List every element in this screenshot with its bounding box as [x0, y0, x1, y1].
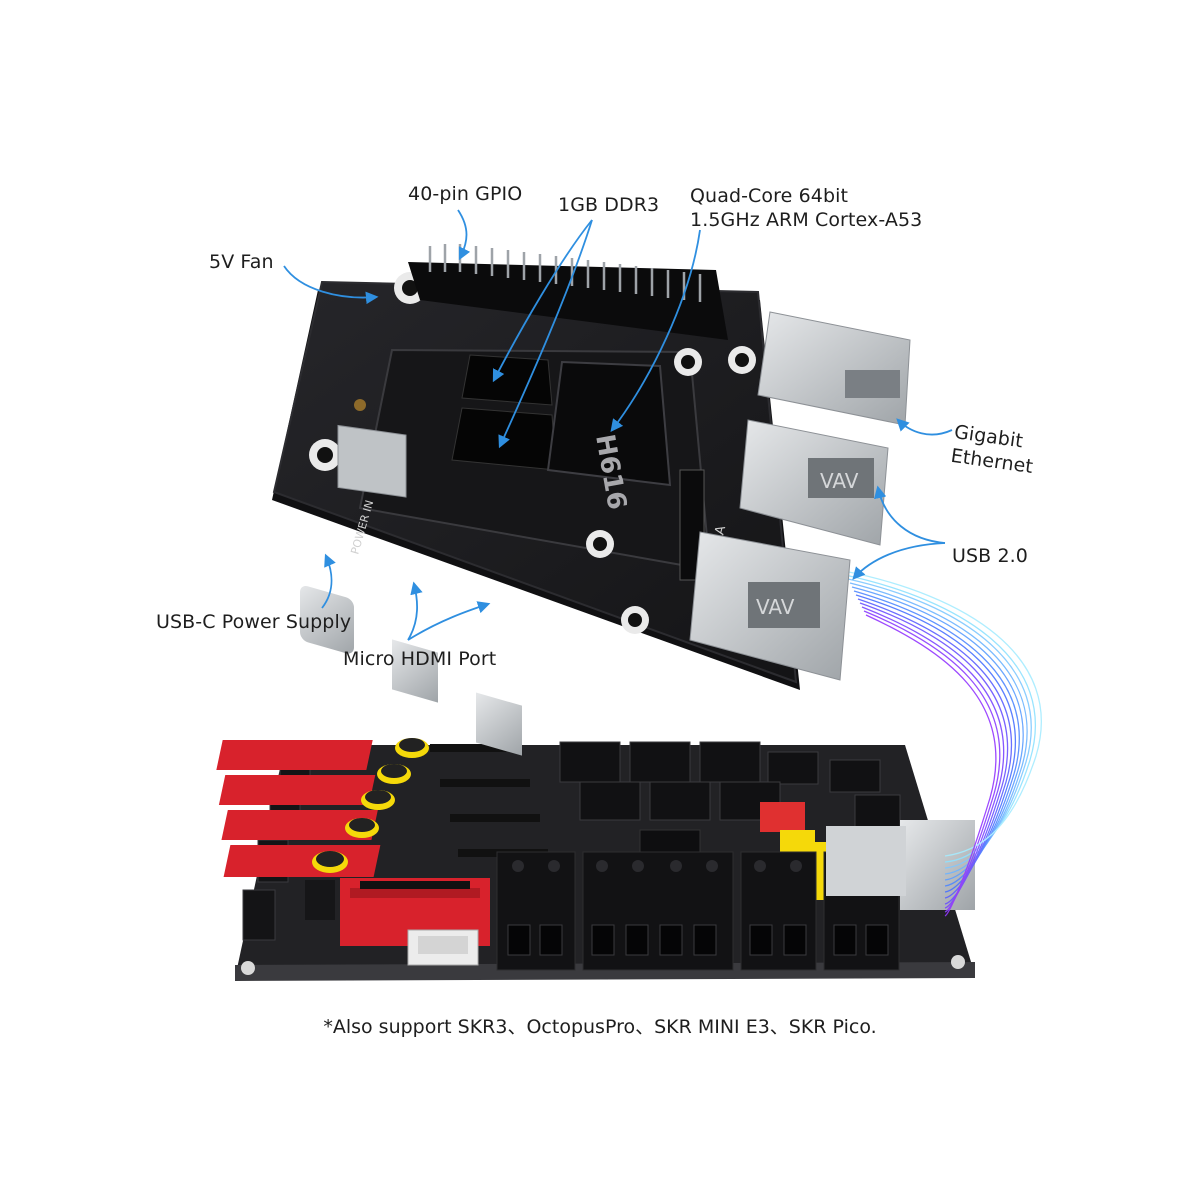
label-gpio: 40-pin GPIO [408, 183, 523, 205]
usb-cable-bundle [843, 570, 1042, 917]
callout-arrows [283, 209, 953, 641]
ethernet-jack [757, 311, 911, 426]
lower-controller-board [216, 738, 975, 981]
arrow-ddr-1 [492, 219, 593, 383]
label-fan: 5V Fan [209, 251, 274, 273]
soc-chip: H616 [546, 360, 672, 512]
arrow-usb-1 [874, 485, 946, 544]
label-usb: USB 2.0 [952, 545, 1028, 567]
label-cpu-line1: Quad-Core 64bit [690, 185, 849, 207]
usb-stack-upper: VAV [739, 419, 889, 546]
micro-hdmi-port-1 [392, 639, 438, 703]
label-power: USB-C Power Supply [156, 611, 352, 633]
arrow-ethernet [896, 418, 953, 436]
label-ddr: 1GB DDR3 [558, 194, 660, 216]
top-connectors [559, 741, 901, 831]
usb-c-port [300, 585, 354, 654]
micro-hdmi-port-2 [476, 692, 522, 756]
stepper-drivers [216, 740, 548, 946]
capacitors [305, 738, 429, 920]
label-hdmi: Micro HDMI Port [343, 648, 497, 670]
arrow-hdmi-2 [407, 601, 491, 641]
arrow-power [321, 553, 336, 609]
arrow-fan [283, 265, 379, 305]
upper-carrier-board: H616 POWER IN CAMERA VAV VAV [272, 244, 911, 756]
arrow-hdmi-1 [407, 581, 423, 641]
label-cpu-line2: 1.5GHz ARM Cortex-A53 [690, 209, 923, 231]
footnote: *Also support SKR3、OctopusPro、SKR MINI E… [323, 1016, 877, 1038]
arrow-cpu [610, 229, 701, 433]
wifi-module [337, 424, 407, 498]
svg-text:VAV: VAV [756, 595, 795, 619]
arrow-gpio [457, 209, 471, 261]
lower-usb-port [900, 820, 975, 910]
svg-text:VAV: VAV [820, 469, 859, 493]
usb-stack-lower: VAV [689, 531, 851, 681]
red-jumper [760, 802, 805, 832]
arrow-usb-2 [852, 542, 946, 580]
label-cpu: Quad-Core 64bit 1.5GHz ARM Cortex-A53 [690, 184, 922, 232]
arrow-ddr-2 [498, 219, 593, 449]
